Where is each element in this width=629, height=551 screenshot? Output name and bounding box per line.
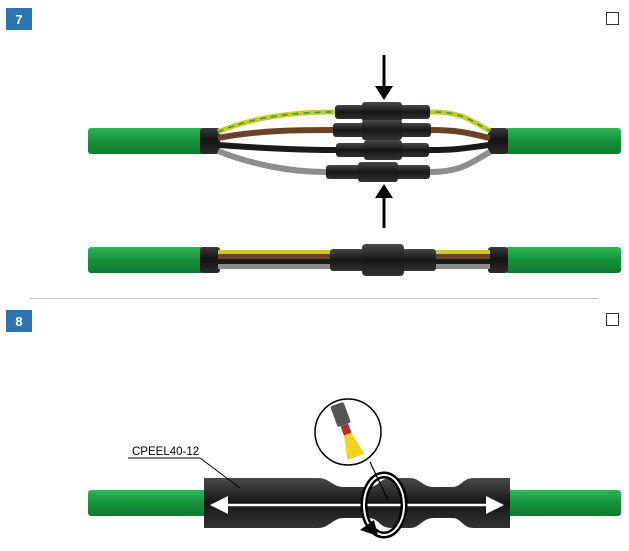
arrow-down-icon bbox=[375, 55, 393, 100]
magnifier-callout-icon bbox=[314, 398, 389, 501]
step7-top-assembly bbox=[88, 55, 621, 228]
right-cable-green bbox=[505, 128, 621, 154]
rotation-arrow-icon bbox=[360, 471, 408, 539]
step8-assembly: CPEEL40-12 bbox=[88, 398, 621, 539]
step-7-checkbox-icon[interactable] bbox=[606, 12, 619, 25]
step-7-number: 7 bbox=[15, 11, 23, 27]
double-arrow-icon bbox=[210, 496, 504, 514]
step7-bottom-assembly bbox=[88, 244, 621, 276]
left-cable-green bbox=[88, 128, 208, 154]
step-8-checkbox-icon[interactable] bbox=[606, 313, 619, 326]
wire-black bbox=[217, 142, 491, 153]
part-number-label: CPEEL40-12 bbox=[132, 446, 199, 458]
step-8-number: 8 bbox=[15, 313, 23, 329]
arrow-up-icon bbox=[375, 184, 393, 228]
section-divider bbox=[30, 298, 598, 299]
left-cable-end bbox=[200, 128, 220, 154]
connector-sleeves bbox=[326, 102, 431, 182]
step-8-badge: 8 bbox=[6, 310, 32, 332]
heat-shrink-tube bbox=[204, 478, 510, 528]
wire-grey bbox=[216, 148, 492, 175]
step-7-badge: 7 bbox=[6, 8, 32, 30]
right-cable-end bbox=[488, 128, 508, 154]
